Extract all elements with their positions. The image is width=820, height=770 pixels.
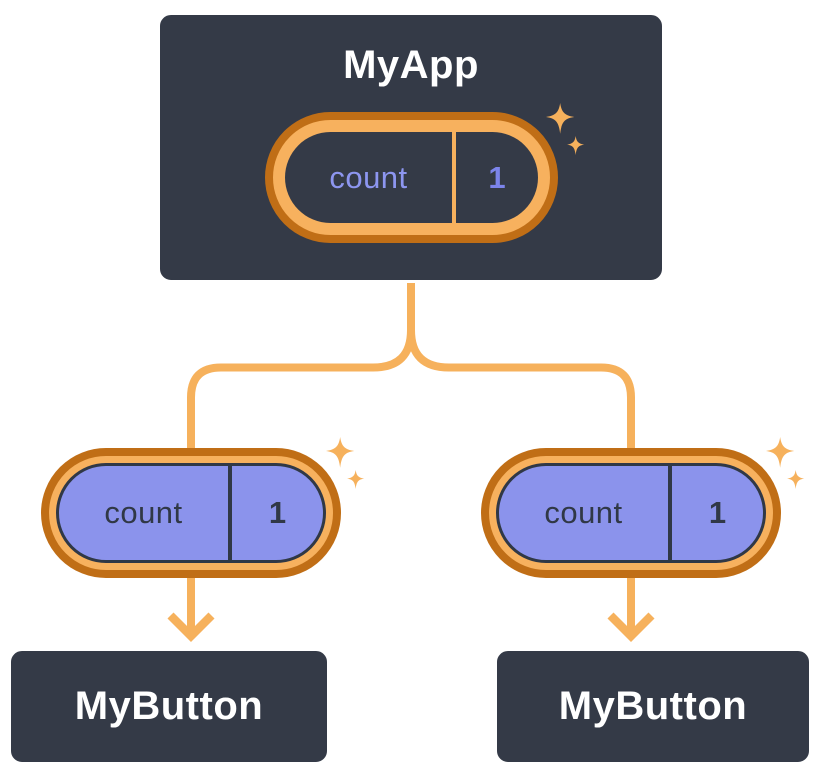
- prop-value: 1: [708, 495, 727, 530]
- prop-divider: [228, 466, 232, 560]
- sparkle-icon: [326, 437, 365, 490]
- sparkle-icon: [546, 103, 585, 156]
- wire-right-branch: [407, 280, 635, 632]
- prop-pill-body: count 1: [496, 463, 766, 563]
- state-value: 1: [488, 159, 506, 195]
- component-node-mybutton-right: MyButton: [494, 648, 812, 765]
- arrow-down-icon: [607, 612, 655, 643]
- prop-label: count: [544, 495, 623, 530]
- arrow-down-icon: [167, 612, 215, 643]
- prop-divider: [668, 466, 672, 560]
- prop-pill-mybutton-right: count 1: [481, 448, 781, 578]
- prop-label: count: [104, 495, 183, 530]
- component-title: MyButton: [558, 684, 748, 728]
- sparkle-icon: [766, 437, 805, 490]
- prop-pill-body: count 1: [56, 463, 326, 563]
- state-label: count: [329, 159, 408, 195]
- state-pill-myapp: count 1: [265, 112, 558, 243]
- prop-value: 1: [268, 495, 287, 530]
- state-pill-body: count 1: [285, 132, 538, 223]
- component-title: MyButton: [74, 684, 264, 728]
- prop-pill-mybutton-left: count 1: [41, 448, 341, 578]
- component-title: MyApp: [343, 43, 479, 87]
- component-node-mybutton-left: MyButton: [8, 648, 330, 765]
- state-divider: [452, 132, 456, 223]
